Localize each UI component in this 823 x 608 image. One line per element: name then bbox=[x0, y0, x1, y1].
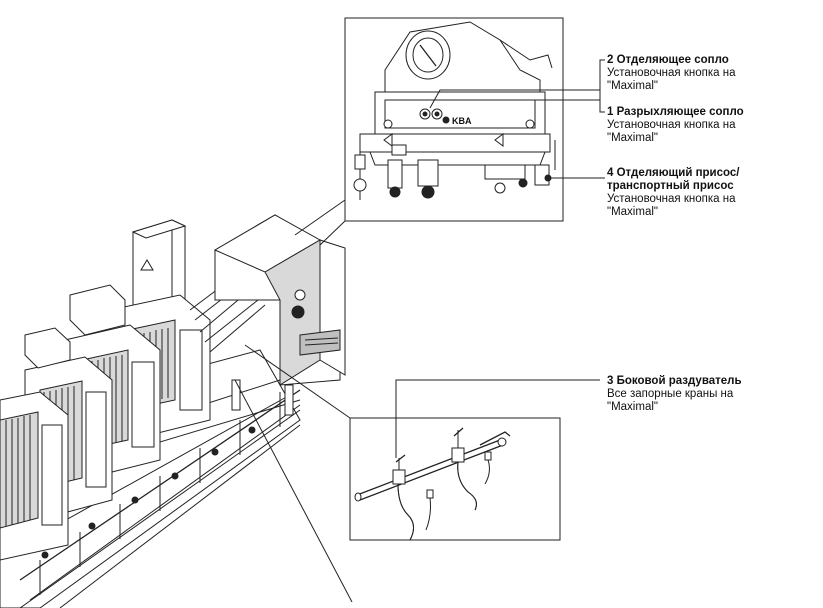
callout-desc: "Maximal" bbox=[607, 80, 658, 92]
callout-title: транспортный присос bbox=[607, 180, 734, 192]
detail-view-side-blower bbox=[234, 344, 600, 603]
callout-side-blower: 3 Боковой раздуватель Все запорные краны… bbox=[607, 375, 742, 414]
callout-desc: Установочная кнопка на bbox=[607, 193, 736, 205]
printing-press-illustration bbox=[0, 214, 346, 608]
callout-loosening-nozzle: 1 Разрыхляющее сопло Установочная кнопка… bbox=[607, 106, 744, 145]
suction-cup-icon bbox=[387, 159, 552, 199]
detail-view-feeder-head: KBA bbox=[294, 17, 605, 246]
callout-title: 3 Боковой раздуватель bbox=[607, 375, 742, 387]
callout-suction-cup: 4 Отделяющий присос/ транспортный присос… bbox=[607, 167, 740, 219]
callout-title: 2 Отделяющее сопло bbox=[607, 54, 729, 66]
adjustment-knob-icon bbox=[419, 108, 443, 120]
callout-desc: "Maximal" bbox=[607, 206, 658, 218]
callout-desc: "Maximal" bbox=[607, 401, 658, 413]
shutoff-valve-icon bbox=[392, 454, 434, 541]
printing-unit bbox=[0, 391, 69, 561]
callout-title: 4 Отделяющий присос/ bbox=[607, 167, 740, 179]
shutoff-valve-icon bbox=[451, 427, 492, 511]
callout-desc: "Maximal" bbox=[607, 132, 658, 144]
callout-desc: Все запорные краны на bbox=[607, 388, 734, 400]
callout-separating-nozzle: 2 Отделяющее сопло Установочная кнопка н… bbox=[607, 54, 735, 93]
kba-logo: KBA bbox=[452, 116, 472, 126]
callout-title: 1 Разрыхляющее сопло bbox=[607, 106, 744, 118]
callout-desc: Установочная кнопка на bbox=[607, 67, 736, 79]
callout-desc: Установочная кнопка на bbox=[607, 119, 736, 131]
adjustment-knob-icon bbox=[383, 119, 535, 129]
